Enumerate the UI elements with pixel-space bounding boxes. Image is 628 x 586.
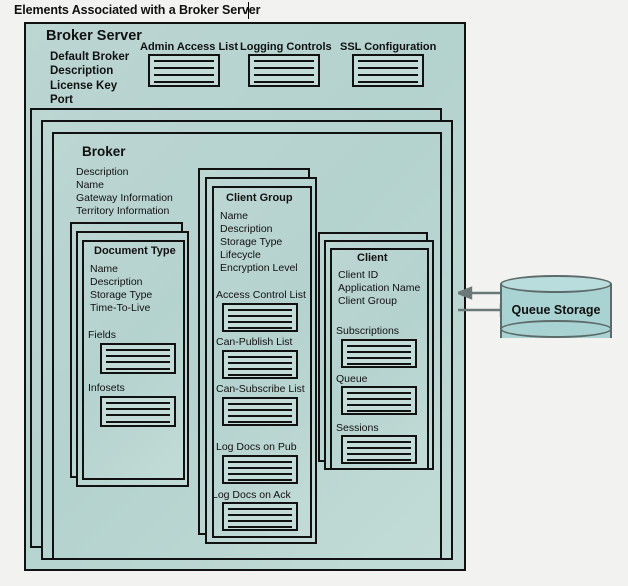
subscriptions-list-box[interactable]	[341, 339, 417, 368]
client-attributes: Client ID Application Name Client Group	[338, 269, 420, 308]
can-subscribe-list-box[interactable]	[222, 397, 298, 426]
client-group-title: Client Group	[226, 192, 293, 204]
attribute-item: Default Broker	[50, 51, 130, 63]
broker-server-attributes: Default Broker Description License Key P…	[50, 50, 129, 107]
attribute-item: Description	[220, 223, 273, 236]
client-group-attributes: Name Description Storage Type Lifecycle …	[220, 210, 298, 275]
attribute-item: Description	[76, 166, 129, 178]
attribute-item: Gateway Information	[76, 192, 173, 205]
queue-list-box[interactable]	[341, 386, 417, 415]
infosets-list-box[interactable]	[100, 396, 176, 427]
queue-storage-label: Queue Storage	[511, 303, 601, 317]
infosets-label: Infosets	[88, 382, 125, 394]
subscriptions-label: Subscriptions	[336, 325, 400, 337]
log-docs-on-ack-box[interactable]	[222, 502, 298, 531]
sessions-label: Sessions	[336, 422, 379, 434]
client-title: Client	[357, 252, 388, 264]
attribute-item: Description	[50, 65, 114, 78]
attribute-item: Name	[76, 179, 105, 192]
admin-access-list-label: Admin Access List	[140, 41, 239, 53]
can-subscribe-list-label: Can-Subscribe List	[216, 383, 305, 395]
queue-label: Queue	[336, 373, 368, 385]
broker-attributes: Description Name Gateway Information Ter…	[76, 166, 173, 218]
attribute-item: Territory Information	[76, 205, 170, 218]
attribute-item: Client Group	[338, 295, 397, 308]
logging-controls-box[interactable]	[248, 54, 320, 87]
ssl-configuration-label: SSL Configuration	[340, 41, 437, 53]
access-control-list-label: Access Control List	[216, 289, 306, 301]
broker-title: Broker	[82, 144, 126, 159]
attribute-item: Storage Type	[90, 289, 153, 302]
storage-to-client-arrowhead	[458, 286, 473, 300]
attribute-item: Storage Type	[220, 236, 283, 249]
sessions-list-box[interactable]	[341, 435, 417, 464]
can-publish-list-box[interactable]	[222, 350, 298, 379]
attribute-item: Client ID	[338, 269, 379, 281]
ssl-configuration-box[interactable]	[352, 54, 424, 87]
fields-label: Fields	[88, 329, 117, 341]
attribute-item: Encryption Level	[220, 262, 298, 275]
queue-storage-cylinder[interactable]: Queue Storage	[500, 275, 612, 347]
text-cursor	[248, 2, 249, 19]
attribute-item: Name	[90, 263, 119, 275]
can-publish-list-label: Can-Publish List	[216, 336, 293, 348]
document-type-title: Document Type	[94, 245, 176, 257]
attribute-item: Description	[90, 276, 143, 289]
log-docs-on-ack-label: Log Docs on Ack	[212, 489, 291, 501]
broker-server-title: Broker Server	[46, 28, 142, 44]
logging-controls-label: Logging Controls	[240, 41, 332, 53]
log-docs-on-pub-box[interactable]	[222, 455, 298, 484]
attribute-item: Name	[220, 210, 249, 222]
fields-list-box[interactable]	[100, 343, 176, 374]
document-type-attributes: Name Description Storage Type Time-To-Li…	[90, 263, 152, 315]
page-title: Elements Associated with a Broker Server	[14, 3, 261, 17]
attribute-item: Time-To-Live	[90, 302, 151, 315]
attribute-item: Port	[50, 93, 73, 106]
admin-access-list-box[interactable]	[148, 54, 220, 87]
access-control-list-box[interactable]	[222, 303, 298, 332]
log-docs-on-pub-label: Log Docs on Pub	[216, 441, 297, 453]
attribute-item: License Key	[50, 79, 118, 92]
attribute-item: Application Name	[338, 282, 421, 295]
attribute-item: Lifecycle	[220, 249, 261, 262]
